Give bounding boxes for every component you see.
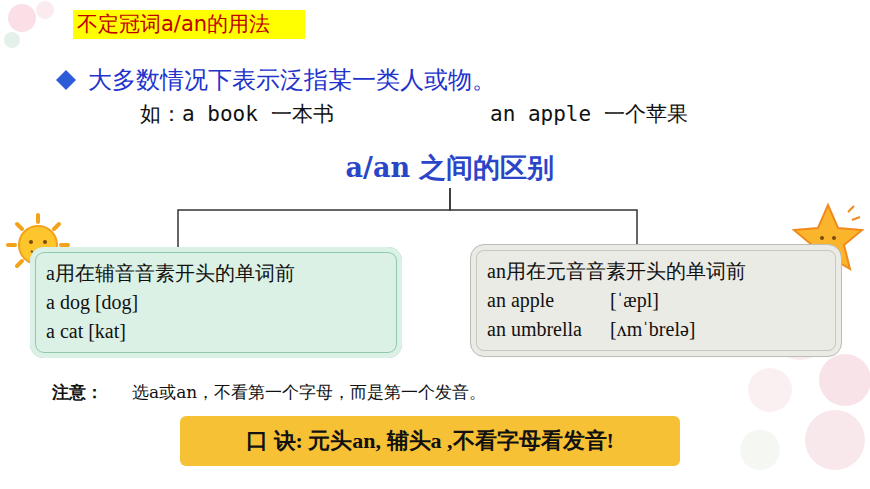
tree-connector [450,188,637,244]
heading-node: a/an 之间的区别 [300,150,600,186]
note-text: 选a或an，不看第一个字母，而是第一个发音。 [132,381,486,404]
node-text: a dog [dog] [46,288,386,317]
node-text: an apple [487,286,582,315]
bullet-diamond [56,70,76,90]
node-text: [ʌmˈbrelə] [610,315,825,344]
example-text: an apple 一个苹果 [490,100,688,128]
a-rule-box: a用在辅音音素开头的单词前a dog [dog]a cat [kat] [30,247,402,358]
note-label: 注意： [52,381,103,404]
slide-title: 不定冠词a/an的用法 [73,10,305,39]
tree-connector [178,188,450,247]
node-text: a cat [kat] [46,317,386,346]
flower-corner [4,1,870,470]
example-text: 如：a book 一本书 [140,100,334,128]
node-text: a/an 之间的区别 [300,150,600,186]
mnemonic-box: 口 诀: 元头an, 辅头a ,不看字母看发音! [180,416,680,466]
node-text: [ˈæpl] [610,286,825,315]
node-text: 口 诀: 元头an, 辅头a ,不看字母看发音! [192,426,668,456]
node-text: an用在元音音素开头的单词前 [487,257,825,286]
node-text: a用在辅音音素开头的单词前 [46,259,386,288]
node-text: an umbrella [487,315,582,344]
an-rule-box: an用在元音音素开头的单词前an apple [ˈæpl] an umbrella [… [470,244,842,357]
bullet-text: 大多数情况下表示泛指某一类人或物。 [88,64,496,96]
